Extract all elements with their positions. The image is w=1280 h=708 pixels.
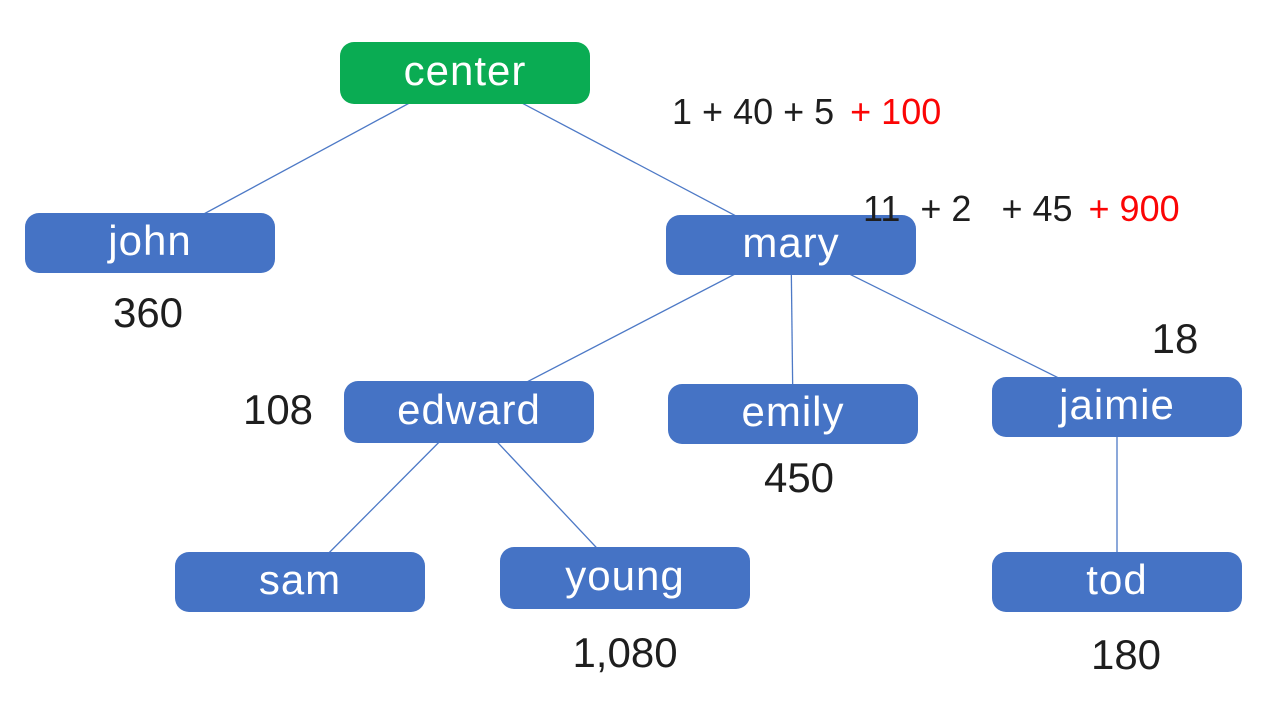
value-label-edward: 108 (242, 386, 314, 433)
expression-center-terms: 1 + 40 + 5 (672, 91, 835, 132)
expression-center-highlight: + 100 (850, 91, 942, 132)
node-label-sam: sam (258, 556, 342, 603)
tree-node-tod: tod (992, 552, 1242, 612)
node-label-emily: emily (741, 388, 845, 435)
value-label-tod: 180 (1090, 631, 1162, 678)
node-label-young: young (565, 552, 685, 599)
node-label-john: john (108, 217, 192, 264)
tree-node-john: john (25, 213, 275, 273)
value-label-young: 1,080 (572, 629, 678, 676)
expression-mary-highlight: + 900 (1088, 188, 1180, 229)
tree-node-mary: mary (666, 215, 916, 275)
node-label-tod: tod (1086, 556, 1148, 603)
expression-mary: 11 + 2 + 45 + 900 (823, 152, 1180, 266)
tree-node-emily: emily (668, 384, 918, 444)
expression-center: 1 + 40 + 5 + 100 (632, 55, 941, 169)
node-label-center: center (403, 47, 527, 94)
node-label-mary: mary (742, 219, 840, 266)
expression-mary-terms: 11 + 2 + 45 (863, 188, 1073, 229)
tree-node-young: young (500, 547, 750, 609)
node-label-edward: edward (397, 386, 541, 433)
tree-node-edward: edward (344, 381, 594, 443)
tree-node-jaimie: jaimie (992, 377, 1242, 437)
tree-node-center: center (340, 42, 590, 104)
value-label-john: 360 (112, 289, 184, 336)
node-label-jaimie: jaimie (1059, 381, 1175, 428)
tree-node-sam: sam (175, 552, 425, 612)
value-label-emily: 450 (763, 454, 835, 501)
value-label-jaimie: 18 (1151, 315, 1199, 362)
